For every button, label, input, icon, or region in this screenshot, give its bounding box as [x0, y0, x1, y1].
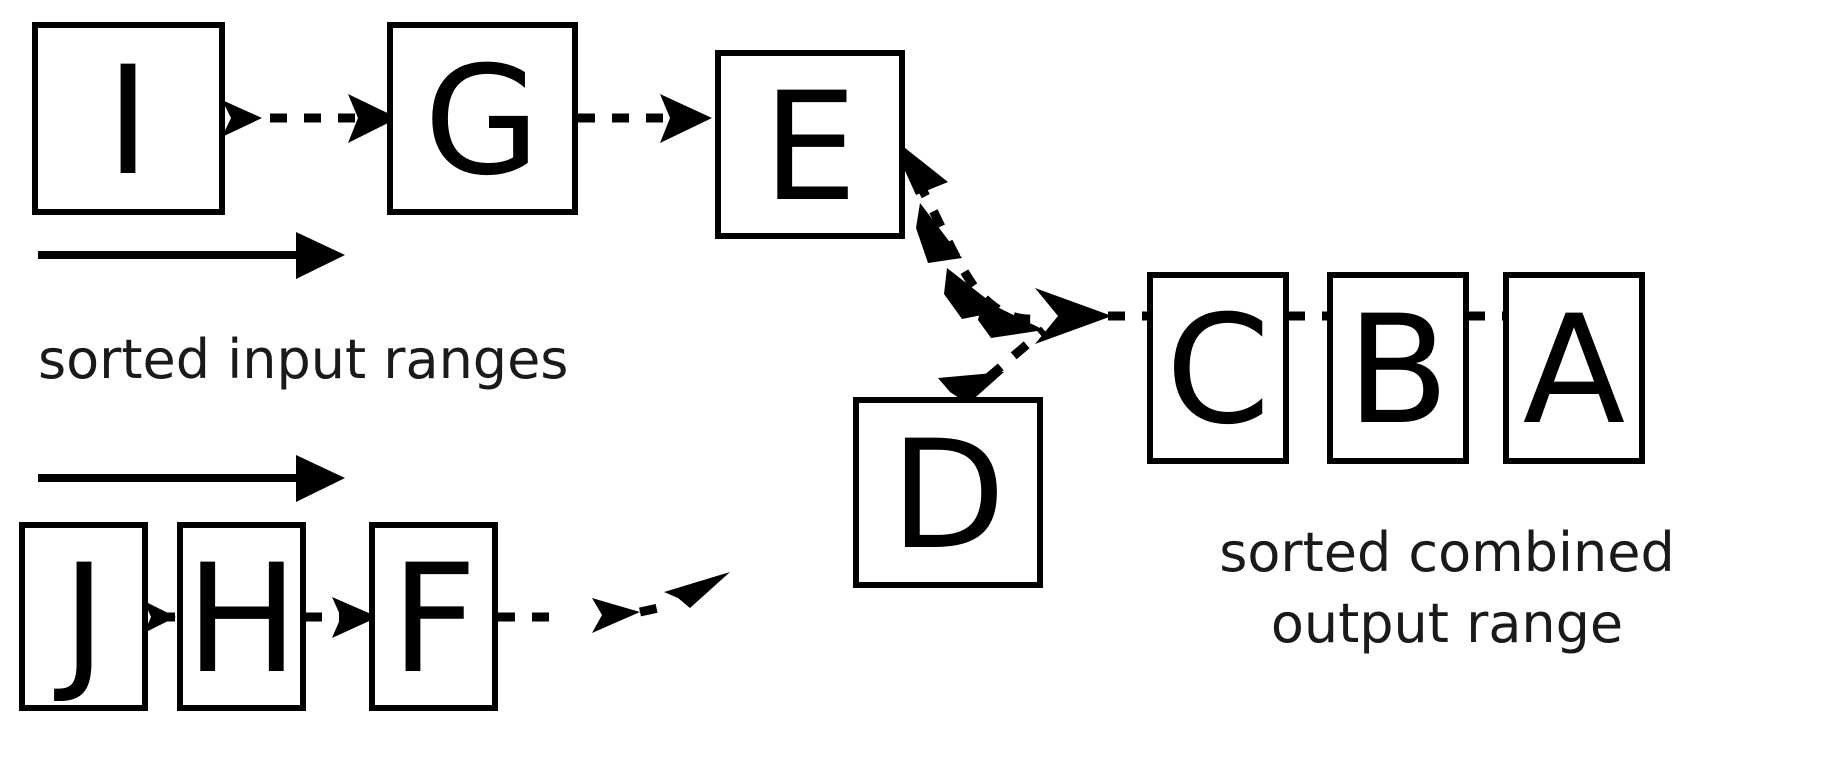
node-e-box[interactable] — [715, 50, 905, 239]
node-g[interactable]: G — [387, 22, 578, 215]
edge-e-to-merge-arrowhead-2 — [916, 203, 962, 263]
node-a-box[interactable] — [1503, 272, 1645, 464]
edge-h-to-f — [305, 597, 378, 638]
node-h-label: H — [186, 533, 299, 707]
node-g-label: G — [424, 35, 540, 209]
node-a[interactable]: A — [1503, 272, 1645, 464]
node-f[interactable]: F — [369, 522, 498, 711]
node-b[interactable]: B — [1327, 272, 1469, 464]
edge-e-to-merge-arrowhead-4 — [978, 300, 1044, 338]
node-f-label: F — [391, 533, 477, 707]
edge-g-to-e — [578, 94, 712, 143]
edge-j-to-h-arrowhead — [144, 601, 176, 633]
node-e[interactable]: E — [715, 50, 905, 239]
node-c-box[interactable] — [1147, 272, 1289, 464]
input-direction-arrow-bottom — [38, 455, 345, 502]
edge-f-to-d-arrowhead-1 — [592, 598, 640, 633]
node-e-label: E — [763, 61, 858, 235]
node-d[interactable]: D — [853, 397, 1043, 588]
node-c-label: C — [1166, 284, 1271, 458]
input-direction-arrow-bottom-head — [296, 455, 345, 502]
node-c[interactable]: C — [1147, 272, 1289, 464]
edge-i-to-g-arrowhead-head — [348, 94, 398, 143]
node-b-label: B — [1347, 284, 1450, 458]
node-d-label: D — [890, 409, 1006, 583]
edge-d-to-merge — [938, 326, 1047, 404]
node-j-label: J — [54, 533, 106, 707]
input-direction-arrow-top-head — [296, 232, 345, 279]
edge-e-to-merge-arrowhead-1 — [895, 140, 948, 195]
edge-i-to-g-arrowhead-tail — [222, 100, 262, 137]
node-d-box[interactable] — [853, 397, 1043, 588]
node-f-box[interactable] — [369, 522, 498, 711]
node-h[interactable]: H — [177, 522, 306, 711]
edge-d-to-merge-arrowhead — [938, 372, 1004, 404]
edge-h-to-f-arrowhead — [332, 597, 378, 638]
node-i-box[interactable] — [32, 22, 225, 215]
edge-f-to-d-line-angled — [639, 600, 673, 617]
node-h-box[interactable] — [177, 522, 306, 711]
node-j-box[interactable] — [19, 522, 148, 711]
edge-g-to-e-arrowhead — [660, 94, 712, 143]
edge-f-to-d-arrowhead-2 — [664, 572, 730, 608]
merge-arrowhead — [1035, 288, 1112, 344]
edge-j-to-h — [144, 601, 182, 633]
node-i[interactable]: I — [32, 22, 225, 215]
node-g-box[interactable] — [387, 22, 578, 215]
edge-e-to-merge-curve — [896, 149, 1045, 324]
input-direction-arrow-top — [38, 232, 345, 279]
edge-e-to-merge — [895, 140, 1045, 338]
output-caption-line-2: output range — [1271, 592, 1623, 655]
node-b-box[interactable] — [1327, 272, 1469, 464]
input-caption-label: sorted input ranges — [38, 328, 568, 391]
edge-i-to-g — [222, 94, 398, 143]
node-j[interactable]: J — [19, 522, 148, 711]
node-a-label: A — [1523, 284, 1626, 458]
node-i-label: I — [106, 35, 150, 209]
edge-f-to-d — [498, 572, 730, 633]
edge-merge-to-c — [1035, 288, 1152, 344]
output-caption-line-1: sorted combined — [1219, 521, 1675, 584]
